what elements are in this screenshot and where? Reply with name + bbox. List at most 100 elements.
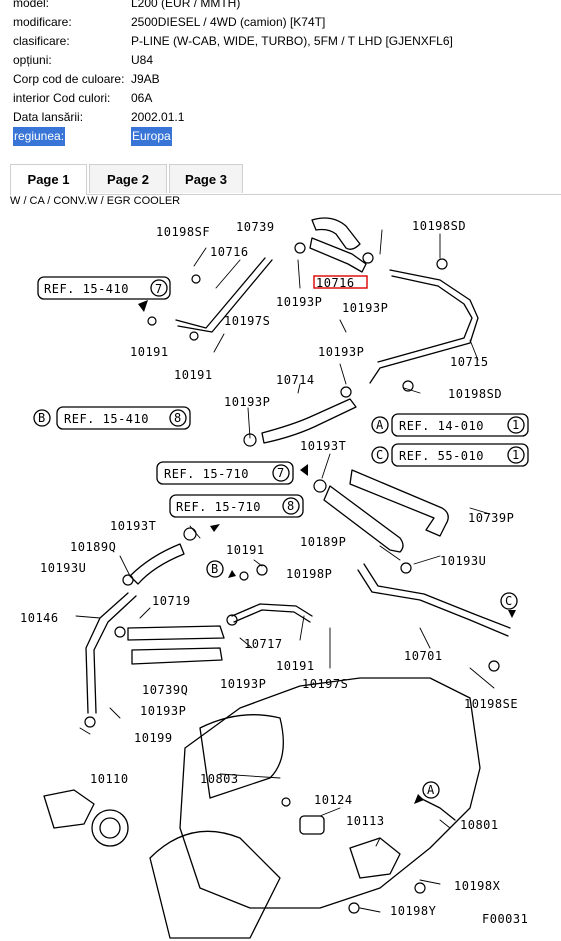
info-value: 06A bbox=[131, 91, 153, 105]
part-label-10193T[interactable]: 10193T bbox=[300, 439, 346, 453]
bolt-10198SF bbox=[191, 274, 201, 284]
part-label-10716-highlighted[interactable]: 10716 bbox=[316, 276, 355, 290]
bolt-10198SD bbox=[402, 380, 414, 392]
bolt-10198Y bbox=[348, 902, 360, 914]
part-label-10198SD[interactable]: 10198SD bbox=[412, 219, 466, 233]
hose-10189Q-shape bbox=[129, 543, 185, 585]
engine-block-shape bbox=[179, 677, 481, 909]
part-label-10198SE[interactable]: 10198SE bbox=[464, 697, 518, 711]
part-label-10193U[interactable]: 10193U bbox=[440, 554, 486, 568]
part-label-10193P[interactable]: 10193P bbox=[220, 677, 266, 691]
thermostat-shape bbox=[91, 809, 129, 847]
washer-10803 bbox=[281, 797, 291, 807]
arrow-b bbox=[228, 570, 236, 578]
ref-label-55-010[interactable]: REF. 55-010 bbox=[399, 449, 484, 463]
ref-num: 7 bbox=[155, 282, 163, 296]
part-label-10715[interactable]: 10715 bbox=[450, 355, 489, 369]
ref-circle-letter: C bbox=[376, 448, 384, 462]
ref-circle-letter: B bbox=[38, 411, 46, 425]
part-label-10191[interactable]: 10191 bbox=[276, 659, 315, 673]
clamp-10193P-b bbox=[362, 252, 374, 264]
hose-10714-shape bbox=[261, 398, 357, 444]
part-label-10193U[interactable]: 10193U bbox=[40, 561, 86, 575]
part-label-10714[interactable]: 10714 bbox=[276, 373, 315, 387]
arrow-ref1 bbox=[138, 300, 148, 312]
arrow-a bbox=[414, 794, 424, 804]
part-label-10193P[interactable]: 10193P bbox=[140, 704, 186, 718]
info-row-options: opțiuni: U84 bbox=[13, 51, 553, 70]
diagram-caption: W / CA / CONV.W / EGR COOLER bbox=[10, 195, 181, 207]
part-label-10110[interactable]: 10110 bbox=[90, 772, 129, 786]
info-value: 2002.01.1 bbox=[131, 110, 185, 124]
tab-page-1[interactable]: Page 1 bbox=[10, 164, 87, 195]
part-label-10193T[interactable]: 10193T bbox=[110, 519, 156, 533]
arrow-ref5 bbox=[300, 464, 308, 476]
hose-10739Q-shape bbox=[131, 647, 223, 665]
tube-10715-shape bbox=[369, 269, 479, 384]
info-key: model: bbox=[13, 0, 50, 10]
ref-circle-letter: C bbox=[505, 594, 513, 608]
part-label-10739Q[interactable]: 10739Q bbox=[142, 683, 188, 697]
clamp-10193P bbox=[294, 242, 306, 254]
arrow-c bbox=[508, 610, 516, 618]
part-label-10198Y[interactable]: 10198Y bbox=[390, 904, 437, 918]
ref-label-14-010[interactable]: REF. 14-010 bbox=[399, 419, 484, 433]
info-value: 2500DIESEL / 4WD (camion) [K74T] bbox=[131, 15, 326, 29]
part-label-10191[interactable]: 10191 bbox=[226, 543, 265, 557]
ref-num: 1 bbox=[512, 418, 520, 432]
info-key: opțiuni: bbox=[13, 53, 52, 67]
part-label-10719[interactable]: 10719 bbox=[152, 594, 191, 608]
ref-circle-letter: B bbox=[211, 562, 219, 576]
part-label-10124[interactable]: 10124 bbox=[314, 793, 353, 807]
clamp-10193T bbox=[313, 479, 327, 493]
ref-num: 1 bbox=[512, 448, 520, 462]
part-label-10197S[interactable]: 10197S bbox=[224, 314, 270, 328]
part-label-10198P[interactable]: 10198P bbox=[286, 567, 332, 581]
part-label-10701[interactable]: 10701 bbox=[404, 649, 443, 663]
part-label-10193P[interactable]: 10193P bbox=[342, 301, 388, 315]
part-label-10198SF[interactable]: 10198SF bbox=[156, 225, 210, 239]
part-label-10197S[interactable]: 10197S bbox=[302, 677, 348, 691]
info-value: Europa bbox=[131, 127, 172, 146]
ref-label-15-410[interactable]: REF. 15-410 bbox=[44, 282, 129, 296]
ref-box-15-410-7 bbox=[37, 276, 171, 300]
ref-box-15-410-8 bbox=[56, 406, 191, 430]
tab-page-3[interactable]: Page 3 bbox=[169, 164, 243, 193]
ref-label-15-710[interactable]: REF. 15-710 bbox=[164, 467, 249, 481]
ref-box-15-710-8 bbox=[169, 494, 304, 518]
part-label-10739P[interactable]: 10739P bbox=[468, 511, 514, 525]
part-label-10191[interactable]: 10191 bbox=[174, 368, 213, 382]
page-tabs: Page 1 Page 2 Page 3 bbox=[10, 164, 561, 195]
part-label-10716[interactable]: 10716 bbox=[210, 245, 249, 259]
figure-code: F00031 bbox=[482, 912, 528, 926]
part-label-10198SD[interactable]: 10198SD bbox=[448, 387, 502, 401]
clamp-10193P-c bbox=[340, 386, 352, 398]
hose-10739-shape bbox=[311, 217, 361, 250]
hose-10189P-shape bbox=[323, 485, 404, 553]
ref-label-15-410[interactable]: REF. 15-410 bbox=[64, 412, 149, 426]
part-label-10191[interactable]: 10191 bbox=[130, 345, 169, 359]
info-row-launch-date: Data lansării: 2002.01.1 bbox=[13, 108, 553, 127]
ref-label-15-710[interactable]: REF. 15-710 bbox=[176, 500, 261, 514]
washer-10191b bbox=[189, 331, 199, 341]
part-label-10199[interactable]: 10199 bbox=[134, 731, 173, 745]
part-label-10739[interactable]: 10739 bbox=[236, 220, 275, 234]
part-label-10198X[interactable]: 10198X bbox=[454, 879, 501, 893]
info-row-classification: clasificare: P-LINE (W-CAB, WIDE, TURBO)… bbox=[13, 32, 553, 51]
part-label-10113[interactable]: 10113 bbox=[346, 814, 385, 828]
part-label-10189P[interactable]: 10189P bbox=[300, 535, 346, 549]
info-row-interior-color: interior Cod culori: 06A bbox=[13, 89, 553, 108]
tube-10146-shape bbox=[85, 592, 129, 714]
tube-10717-shape bbox=[231, 603, 313, 617]
part-label-10803[interactable]: 10803 bbox=[200, 772, 239, 786]
washer-10191 bbox=[147, 316, 157, 326]
part-label-10146[interactable]: 10146 bbox=[20, 611, 59, 625]
info-key: interior Cod culori: bbox=[13, 91, 111, 105]
part-label-10193P[interactable]: 10193P bbox=[224, 395, 270, 409]
part-label-10801[interactable]: 10801 bbox=[460, 818, 499, 832]
part-label-10717[interactable]: 10717 bbox=[244, 637, 283, 651]
tab-page-2[interactable]: Page 2 bbox=[89, 164, 167, 193]
part-label-10189Q[interactable]: 10189Q bbox=[70, 540, 116, 554]
part-label-10193P[interactable]: 10193P bbox=[276, 295, 322, 309]
part-label-10193P[interactable]: 10193P bbox=[318, 345, 364, 359]
